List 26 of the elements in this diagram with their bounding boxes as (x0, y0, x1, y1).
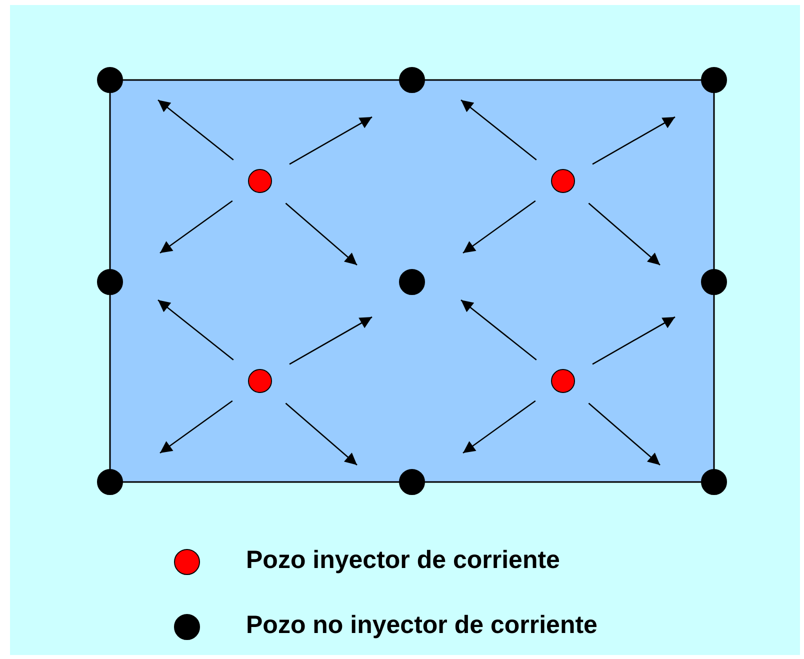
flow-arrow (160, 400, 233, 454)
flow-arrow (460, 100, 537, 160)
well-dot (97, 469, 123, 495)
well-dot (701, 269, 727, 295)
flow-arrow (592, 316, 676, 365)
flow-arrow (158, 300, 234, 360)
flow-arrow (158, 100, 234, 160)
flow-arrow (289, 316, 372, 365)
well-dot (701, 67, 727, 93)
flow-arrow (462, 200, 536, 254)
flow-arrow (160, 200, 233, 254)
flow-arrow (460, 300, 537, 360)
legend-text: Pozo inyector de corriente (246, 546, 560, 575)
flow-arrow (285, 402, 358, 466)
flow-arrow (588, 202, 660, 266)
well-dot (399, 67, 425, 93)
flow-arrow (462, 400, 536, 454)
well-dot (399, 469, 425, 495)
flow-arrow (588, 402, 660, 466)
flow-arrow (289, 116, 372, 165)
well-dot (97, 269, 123, 295)
well-dot (701, 469, 727, 495)
well-dot (97, 67, 123, 93)
legend-text: Pozo no inyector de corriente (246, 611, 598, 640)
flow-arrow (285, 202, 358, 266)
flow-arrow (592, 116, 676, 165)
